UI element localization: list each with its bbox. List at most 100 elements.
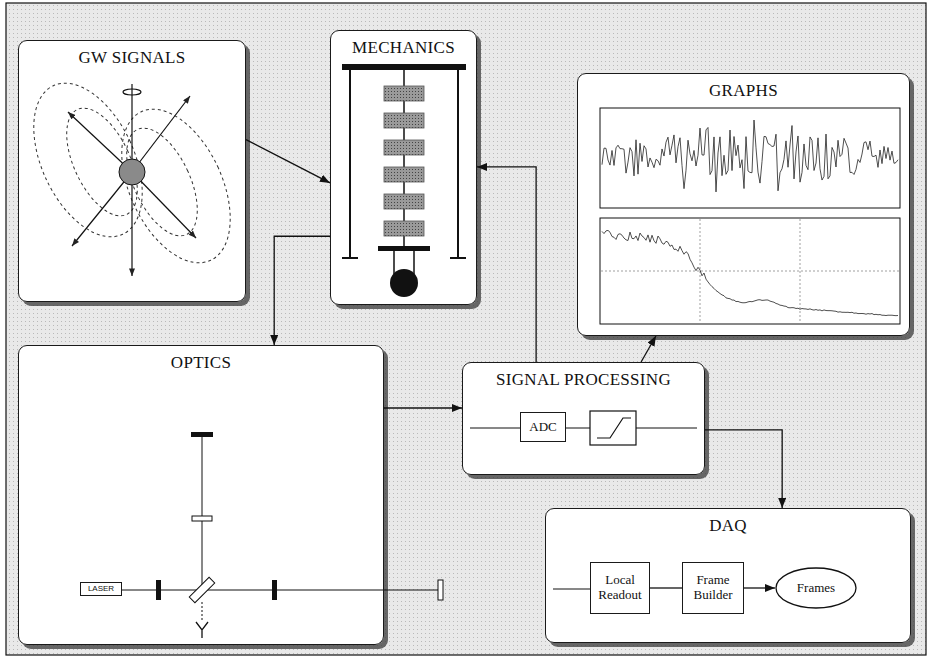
graph-plots-part (600, 218, 900, 324)
box-label: Local Readout (591, 573, 649, 603)
module-title: DAQ (709, 516, 747, 536)
module-title: OPTICS (171, 353, 231, 373)
plot-trace (602, 120, 898, 192)
suspension-sketch-part-part (384, 194, 424, 209)
box-fill (577, 73, 910, 336)
box-fill (545, 508, 911, 643)
signal-chain-part (597, 418, 631, 438)
page-frame (6, 3, 926, 655)
suspension-sketch (342, 64, 466, 297)
gw-source-sketch-part-part (100, 92, 253, 280)
interferometer-sketch-part-part (202, 436, 203, 590)
box-ground (18, 30, 915, 649)
suspension-sketch-part-part (342, 257, 358, 259)
interferometer-sketch-part-part (122, 590, 440, 591)
module-title: SIGNAL PROCESSING (496, 370, 671, 390)
connectors (246, 140, 782, 588)
ellipse-shape (776, 568, 856, 608)
module-box: SIGNAL PROCESSING ADC (462, 362, 705, 475)
flow-arrow (705, 430, 782, 508)
module-box: DAQ Local Readout Frame Builder Frames (545, 508, 911, 643)
suspension-sketch-part (390, 269, 418, 297)
suspension-sketch-part-part (384, 86, 424, 101)
gw-source-sketch-part-part (132, 96, 190, 172)
flow-arrow (641, 336, 656, 362)
interferometer-sketch-part (189, 577, 214, 602)
box-label: ADC (529, 420, 556, 435)
plot-trace (602, 230, 898, 315)
signal-chain-part-part (566, 428, 590, 429)
module-title: GW SIGNALS (78, 48, 185, 68)
module-title: GRAPHS (709, 81, 778, 101)
flow-arrow (650, 587, 682, 588)
flow-arrow (477, 167, 536, 362)
graph-plots-part-part (601, 271, 899, 272)
flow-arrow (246, 140, 330, 183)
interferometer-sketch-part (156, 580, 161, 600)
gw-source-sketch-part-part (123, 89, 141, 95)
module-box: GRAPHS (577, 73, 910, 336)
interferometer-sketch-part (438, 580, 443, 600)
module-box: GW SIGNALS (18, 40, 246, 302)
gw-source-sketch-part (12, 66, 253, 280)
suspension-sketch-part-part (384, 221, 424, 236)
suspension-sketch-part-part (457, 70, 459, 258)
box-fill (330, 30, 477, 305)
gw-source-sketch-part-part (72, 172, 132, 246)
interferometer-sketch-part (122, 436, 440, 621)
flow-arrow (744, 587, 775, 588)
interferometer-sketch-part (191, 432, 213, 437)
suspension-sketch-part-part (450, 257, 466, 259)
suspension-sketch-part (378, 246, 430, 251)
box-fill (18, 40, 246, 302)
interferometer-sketch-part (272, 580, 277, 600)
box-label: Frames (797, 581, 835, 596)
signal-chain-part (590, 411, 636, 445)
suspension-sketch-part-part (384, 167, 424, 182)
output-ellipse: Frames (775, 567, 857, 609)
interferometer-sketch-part (196, 622, 208, 638)
suspension-sketch-part (384, 86, 424, 236)
suspension-sketch-part-part (413, 251, 415, 274)
signal-chain-part-part (636, 428, 697, 429)
suspension-sketch-part-part (349, 70, 351, 258)
flow-arrow (274, 236, 330, 345)
box-fill (462, 362, 705, 475)
gw-source-sketch-part-part (132, 172, 196, 238)
box-label: LASER (88, 584, 114, 593)
flow-arrow (384, 407, 462, 408)
interferometer-sketch (122, 432, 443, 638)
interferometer-sketch-part (192, 516, 212, 521)
module-box: OPTICS LASER (18, 345, 384, 645)
module-box: MECHANICS (330, 30, 477, 305)
gw-source-sketch-part (119, 159, 145, 185)
gw-source-sketch-part-part (112, 118, 212, 247)
process-box: LASER (80, 582, 122, 596)
illustration (12, 64, 900, 638)
interferometer-sketch-part-part (202, 602, 203, 621)
graph-plots-part (602, 120, 898, 316)
suspension-sketch-part-part (393, 251, 395, 274)
graph-plots-part (601, 219, 899, 323)
graph-plots (600, 108, 900, 324)
signal-chain-part (470, 428, 697, 429)
graph-plots-part-part (800, 219, 801, 323)
process-box: ADC (520, 412, 566, 442)
suspension-sketch-part (342, 70, 466, 258)
graph-plots-part (600, 108, 900, 208)
box-label: Frame Builder (683, 573, 743, 603)
box-shadow (581, 77, 914, 340)
daq-input-line (553, 589, 590, 590)
process-box: Frame Builder (682, 562, 744, 614)
signal-chain-part-part (470, 428, 520, 429)
gw-source-sketch-part (68, 84, 196, 276)
signal-chain (470, 411, 697, 445)
box-fill (18, 345, 384, 645)
gw-source-sketch (12, 66, 253, 280)
suspension-sketch-part (342, 64, 466, 70)
suspension-sketch-part-part (384, 113, 424, 128)
suspension-sketch-part-part (384, 140, 424, 155)
module-title: MECHANICS (352, 38, 455, 58)
